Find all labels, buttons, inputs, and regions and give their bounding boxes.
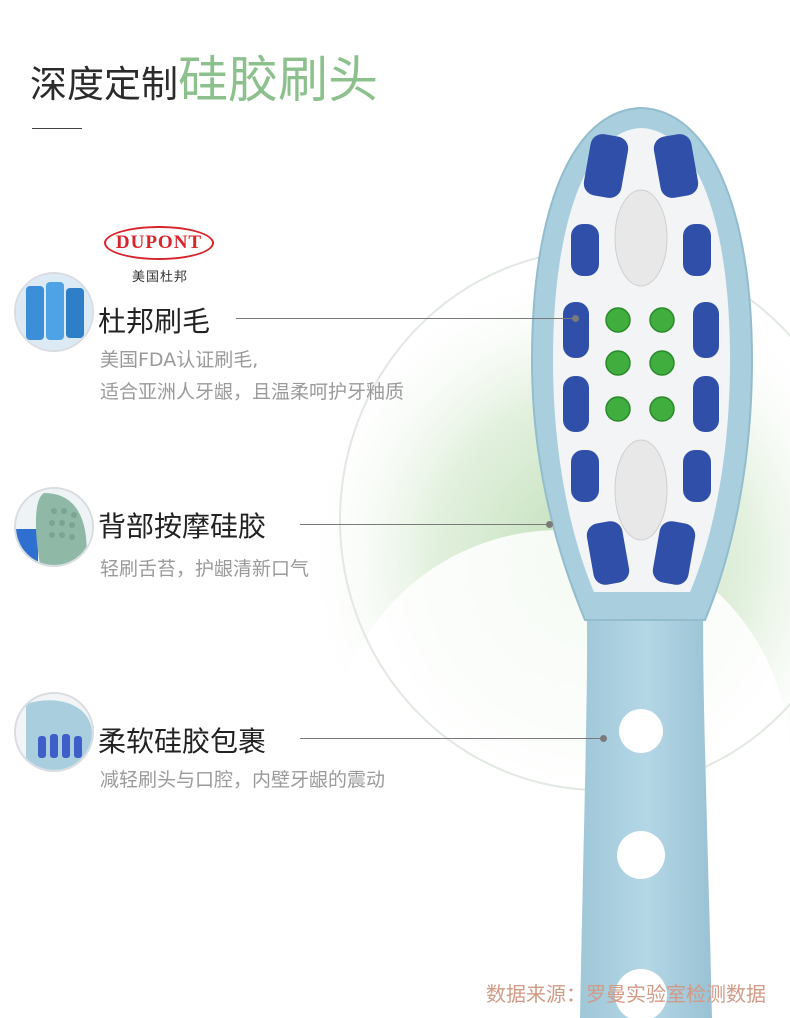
feature-desc-line: 减轻刷头与口腔，内壁牙龈的震动 <box>100 769 386 791</box>
feature-title-dupont-bristles: 杜邦刷毛 <box>98 305 211 338</box>
leader-line <box>236 318 576 319</box>
handle-hole <box>617 831 665 879</box>
handle-hole <box>619 709 663 753</box>
leader-line <box>300 524 550 525</box>
feature-desc-line: 轻刷舌苔，护龈清新口气 <box>100 558 310 580</box>
blue-bristles <box>563 134 719 585</box>
feature-title-silicone-wrap: 柔软硅胶包裹 <box>98 725 267 758</box>
brush-handle <box>580 560 712 1018</box>
green-bristles <box>605 307 675 422</box>
page-title: 深度定制硅胶刷头 <box>30 40 378 109</box>
data-source-note: 数据来源：罗曼实验室检测数据 <box>486 982 766 1006</box>
silicone-back-icon <box>14 487 94 567</box>
silicone-wrap-icon <box>14 692 94 772</box>
dupont-logo: DUPONT 美国杜邦 <box>104 226 216 290</box>
handle-hole <box>615 969 667 1018</box>
logo-oval: DUPONT <box>104 226 214 260</box>
bristle-closeup-icon <box>14 272 94 352</box>
logo-caption: 美国杜邦 <box>131 270 188 285</box>
feature-desc: 美国FDA认证刷毛, 适合亚洲人牙龈，且温柔呵护牙釉质 <box>100 344 404 408</box>
leader-line <box>300 738 604 739</box>
leader-dot <box>546 521 553 528</box>
feature-desc-line: 适合亚洲人牙龈，且温柔呵护牙釉质 <box>100 381 405 403</box>
title-dark-part: 深度定制 <box>30 63 178 106</box>
massage-pad <box>614 439 668 541</box>
leader-dot <box>572 315 579 322</box>
massage-pad <box>614 189 668 287</box>
leader-dot <box>600 735 607 742</box>
feature-title-back-massage: 背部按摩硅胶 <box>98 510 267 543</box>
title-green-part: 硅胶刷头 <box>178 51 378 109</box>
feature-desc: 轻刷舌苔，护龈清新口气 <box>100 553 309 585</box>
feature-desc: 减轻刷头与口腔，内壁牙龈的震动 <box>100 764 385 796</box>
title-divider <box>32 128 82 129</box>
feature-desc-line: 美国FDA认证刷毛, <box>100 349 259 371</box>
